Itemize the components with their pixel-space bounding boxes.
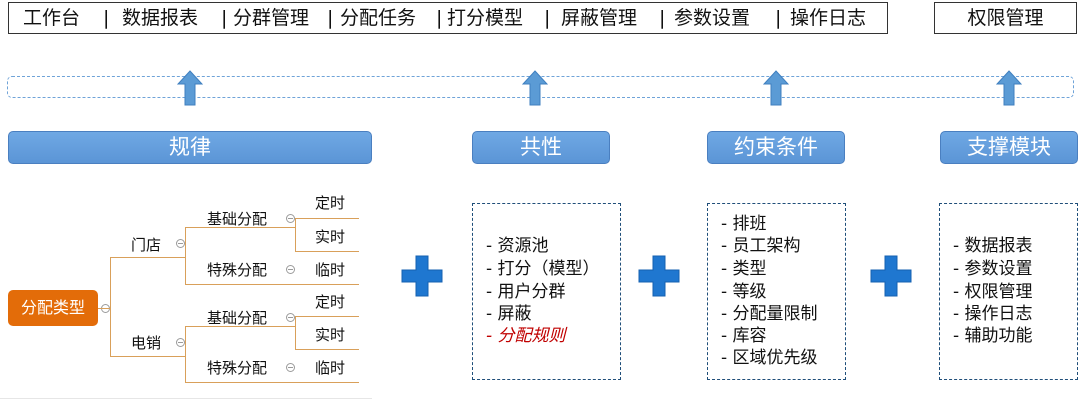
tree-connector	[295, 218, 359, 219]
plus-icon	[638, 255, 680, 297]
menu-separator: |	[103, 7, 110, 29]
tree-connector	[295, 382, 359, 383]
node-basic-allocation: 基础分配	[207, 309, 268, 327]
list-item: - 辅助功能	[953, 326, 1033, 346]
list-item: - 区域优先级	[721, 348, 818, 368]
plus-icon	[401, 255, 443, 297]
collapse-icon[interactable]	[286, 265, 295, 274]
tree-connector	[185, 227, 295, 228]
list-item: - 类型	[721, 259, 767, 279]
menu-item-parameter-settings[interactable]: 参数设置	[674, 7, 751, 29]
list-item: - 资源池	[486, 236, 549, 256]
menu-item-group-management[interactable]: 分群管理	[233, 7, 310, 29]
menu-item-block-management[interactable]: 屏蔽管理	[561, 7, 638, 29]
tree-connector	[295, 218, 296, 252]
leaf-realtime: 实时	[315, 326, 346, 344]
tree-root-node: 分配类型	[8, 290, 98, 326]
leaf-scheduled: 定时	[315, 293, 346, 311]
list-item: - 屏蔽	[486, 304, 532, 324]
menu-separator: |	[436, 7, 443, 29]
plus-icon	[870, 255, 912, 297]
category-support-modules: 支撑模块	[940, 131, 1078, 164]
list-item: - 排班	[721, 214, 767, 234]
collapse-icon[interactable]	[176, 338, 185, 347]
commonality-list: - 资源池 - 打分（模型） - 用户分群 - 屏蔽 - 分配规则	[472, 203, 621, 380]
tree-connector	[295, 349, 359, 350]
menu-separator: |	[659, 7, 666, 29]
leaf-scheduled: 定时	[315, 194, 346, 212]
list-item: - 库容	[721, 326, 767, 346]
collapse-icon[interactable]	[286, 313, 295, 322]
divider	[0, 398, 372, 399]
tree-connector	[185, 284, 295, 285]
tree-connector	[110, 356, 185, 357]
constraints-list: - 排班 - 员工架构 - 类型 - 等级 - 分配量限制 - 库容 - 区域优…	[707, 203, 846, 380]
menu-item-reports[interactable]: 数据报表	[122, 7, 199, 29]
node-basic-allocation: 基础分配	[207, 210, 268, 228]
arrow-up-icon	[522, 70, 548, 106]
list-item: - 权限管理	[953, 282, 1033, 302]
node-special-allocation: 特殊分配	[207, 359, 268, 377]
branch-telesales: 电销	[131, 334, 162, 352]
tree-connector	[98, 308, 110, 309]
list-item: - 数据报表	[953, 236, 1033, 256]
tree-connector	[110, 257, 185, 258]
list-item-highlighted: - 分配规则	[486, 326, 566, 346]
tree-connector	[295, 251, 359, 252]
tree-connector	[185, 227, 186, 285]
leaf-realtime: 实时	[315, 228, 346, 246]
menu-item-workbench[interactable]: 工作台	[23, 7, 81, 29]
tree-connector	[185, 326, 186, 383]
tree-connector	[185, 382, 295, 383]
list-item: - 操作日志	[953, 304, 1033, 324]
list-item: - 等级	[721, 282, 767, 302]
top-menu-bar: 工作台 | 数据报表 | 分群管理 | 分配任务 | 打分模型 | 屏蔽管理 |…	[8, 2, 888, 34]
tree-connector	[295, 316, 359, 317]
arrow-up-icon	[177, 70, 203, 106]
list-item: - 参数设置	[953, 259, 1033, 279]
menu-item-permission-management[interactable]: 权限管理	[934, 2, 1077, 34]
collapse-icon[interactable]	[286, 214, 295, 223]
tree-connector	[110, 257, 111, 357]
category-commonality: 共性	[472, 131, 610, 164]
support-modules-list: - 数据报表 - 参数设置 - 权限管理 - 操作日志 - 辅助功能	[939, 203, 1078, 380]
tree-connector	[295, 284, 359, 285]
menu-item-operation-log[interactable]: 操作日志	[790, 7, 867, 29]
menu-separator: |	[775, 7, 782, 29]
menu-item-scoring-model[interactable]: 打分模型	[447, 7, 524, 29]
leaf-temporary: 临时	[315, 261, 346, 279]
menu-separator: |	[327, 7, 334, 29]
list-item: - 打分（模型）	[486, 259, 600, 279]
collapse-icon[interactable]	[176, 239, 185, 248]
tree-connector	[185, 326, 295, 327]
node-special-allocation: 特殊分配	[207, 261, 268, 279]
category-rules: 规律	[8, 131, 372, 164]
branch-store: 门店	[131, 236, 162, 254]
collapse-icon[interactable]	[286, 363, 295, 372]
list-item: - 员工架构	[721, 236, 801, 256]
category-constraints: 约束条件	[707, 131, 845, 164]
menu-separator: |	[544, 7, 551, 29]
menu-separator: |	[221, 7, 228, 29]
arrow-up-icon	[996, 70, 1022, 106]
menu-item-assign-tasks[interactable]: 分配任务	[340, 7, 417, 29]
list-item: - 分配量限制	[721, 304, 818, 324]
leaf-temporary: 临时	[315, 359, 346, 377]
arrow-up-icon	[763, 70, 789, 106]
list-item: - 用户分群	[486, 282, 566, 302]
tree-connector	[295, 316, 296, 350]
